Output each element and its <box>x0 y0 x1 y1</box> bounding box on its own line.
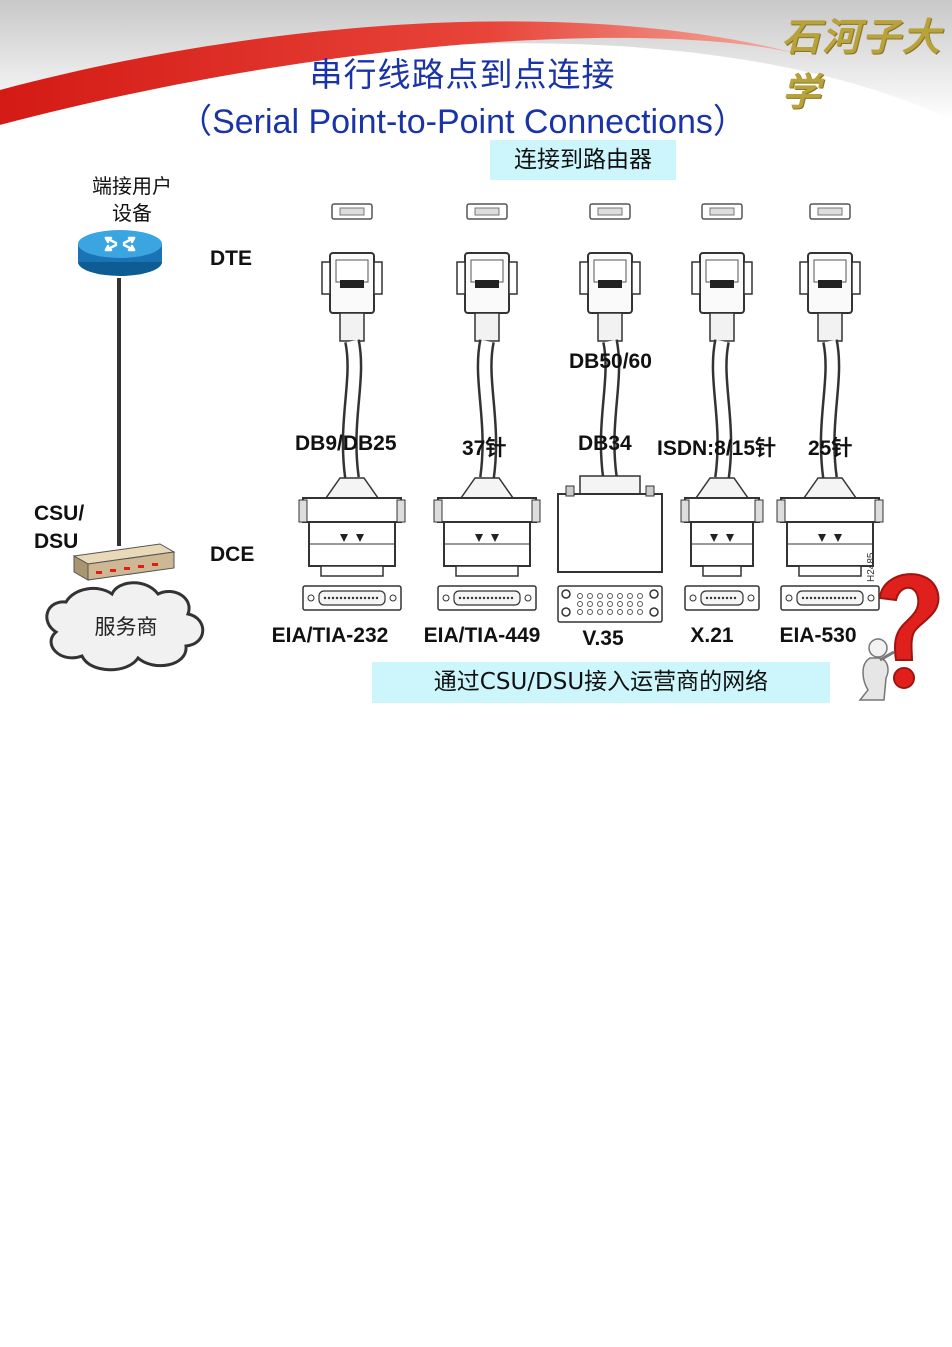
cable-1-standard-label: EIA/TIA-232 <box>271 624 389 647</box>
cables-drawing <box>298 203 884 623</box>
cable-assembly-2 <box>433 203 541 611</box>
provider-cloud-icon <box>45 581 205 672</box>
cable-assembly-5 <box>776 203 884 611</box>
cable-assembly-3 <box>557 203 663 623</box>
cable-5-standard-label: EIA-530 <box>779 624 857 647</box>
csu-dsu-device-icon <box>72 543 176 581</box>
cable-2-standard-label: EIA/TIA-449 <box>423 624 541 647</box>
cable-5-connector-label: 25针 <box>808 437 853 460</box>
university-logo: 石河子大学 <box>782 14 943 114</box>
slide: 石河子大学 串行线路点到点连接 （Serial Point-to-Point C… <box>0 0 952 703</box>
cable-assembly-4 <box>680 203 764 611</box>
router-icon <box>78 230 162 276</box>
cable-1-connector-label: DB9/DB25 <box>295 432 397 455</box>
cable-2-connector-label: 37针 <box>462 437 507 460</box>
dte-label: DTE <box>210 247 252 270</box>
cable-4-connector-label: ISDN:8/15针 <box>657 437 777 460</box>
csu-dsu-label: CSU/ DSU <box>34 502 85 553</box>
dce-label: DCE <box>210 543 255 566</box>
cable-assembly-1 <box>298 203 406 611</box>
cable-3-standard-label: V.35 <box>582 627 624 650</box>
title-chinese: 串行线路点到点连接 <box>309 55 616 94</box>
cable-4-standard-label: X.21 <box>690 624 734 647</box>
title-english: （Serial Point-to-Point Connections） <box>178 103 747 141</box>
user-device-label: 端接用户 设备 <box>92 174 172 225</box>
connect-to-router-box: 连接到路由器 <box>490 140 676 180</box>
header-swoosh <box>0 0 952 125</box>
csu-dsu-provider-box: 通过CSU/DSU接入运营商的网络 <box>372 662 830 703</box>
provider-label: 服务商 <box>94 615 158 639</box>
question-mark-figure-icon <box>858 573 940 701</box>
cable-3-router-connector-label: DB50/60 <box>569 350 652 373</box>
dte-dce-link-line <box>117 278 121 546</box>
cable-3-connector-label: DB34 <box>578 432 632 455</box>
